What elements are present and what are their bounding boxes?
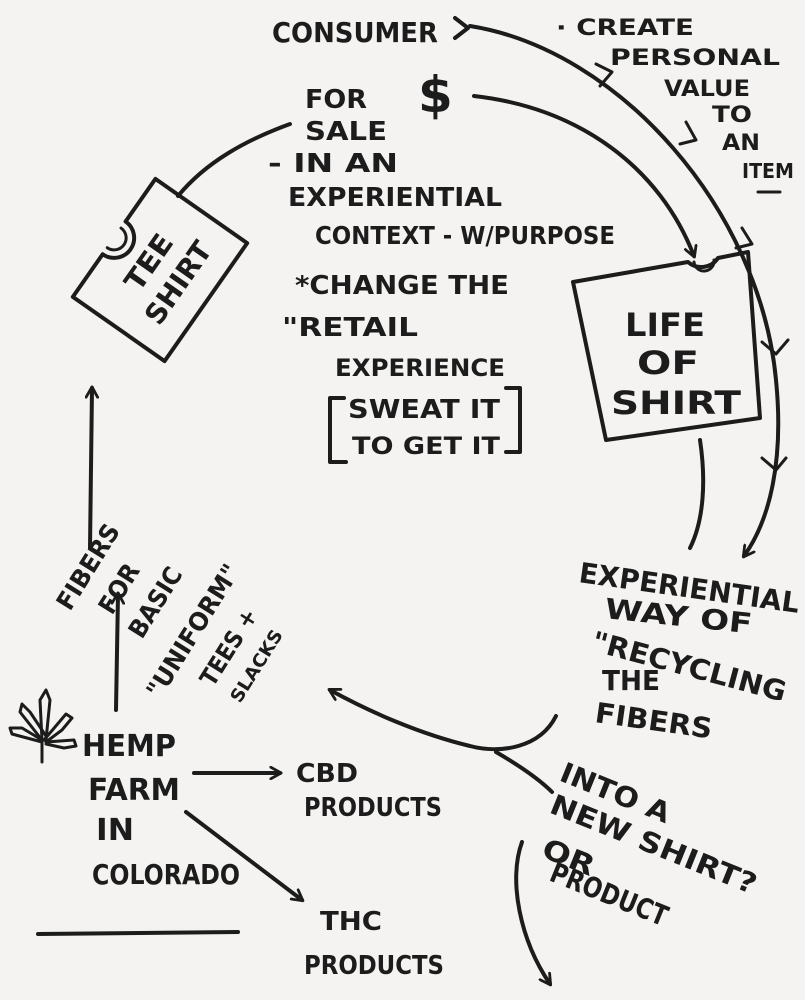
branch-to-new-shirt <box>494 750 554 794</box>
consumer-note-line: ITEM <box>742 159 794 183</box>
thc-line: PRODUCTS <box>304 951 444 981</box>
hemp-farm-block: HEMP FARM IN COLORADO <box>82 729 240 891</box>
life-of-shirt-label: SHIRT <box>611 384 741 422</box>
arrow-recycling-to-center <box>330 690 558 752</box>
arrow-dollar-to-life <box>472 94 694 256</box>
for-sale-block: FOR SALE - IN AN EXPERIENTIAL CONTEXT - … <box>268 85 615 250</box>
retail-experience-block: *CHANGE THE "RETAIL EXPERIENCE SWEAT IT … <box>282 271 522 464</box>
consumer-note-line: · CREATE <box>556 16 694 41</box>
fibers-block: FIBERS FOR BASIC "UNIFORM" TEES + SLACKS <box>50 518 287 706</box>
thc-line: THC <box>320 907 382 937</box>
for-sale-line: - IN AN <box>268 149 398 179</box>
recycling-block: EXPERIENTIAL WAY OF "RECYCLING THE FIBER… <box>577 556 802 745</box>
life-of-shirt-collar <box>692 258 716 273</box>
consumer-label: CONSUMER <box>272 16 438 49</box>
arrow-farm-to-thc <box>184 810 302 900</box>
for-sale-line: FOR <box>305 85 367 115</box>
arrow-farm-to-fibers <box>116 594 118 712</box>
arrow-down-new-product <box>514 840 550 984</box>
arc-chevron <box>678 120 698 146</box>
question-line: PRODUCT <box>545 856 672 933</box>
bracket-line: SWEAT IT <box>348 395 500 425</box>
retail-line: "RETAIL <box>282 313 418 343</box>
line-life-to-recycling <box>688 438 706 550</box>
consumer-note-line: VALUE <box>664 77 750 102</box>
bottom-left-line <box>36 930 240 936</box>
recycling-line: FIBERS <box>593 696 714 745</box>
arc-chevron <box>760 338 790 356</box>
for-sale-line: CONTEXT - W/PURPOSE <box>315 221 615 250</box>
bracket-line: TO GET IT <box>352 432 501 460</box>
thc-products: THC PRODUCTS <box>304 907 444 981</box>
hemp-farm-line: COLORADO <box>92 858 240 891</box>
hemp-farm-line: IN <box>96 813 134 848</box>
consumer-note-line: PERSONAL <box>610 46 780 71</box>
consumer-note-line: TO <box>712 103 752 128</box>
dollar-sign: $ <box>418 66 453 124</box>
retail-line: *CHANGE THE <box>295 271 509 301</box>
sweat-bracket-left <box>328 396 348 464</box>
arc-consumer-to-recycling <box>468 24 781 556</box>
hemp-leaf-icon <box>8 688 78 764</box>
cbd-products: CBD PRODUCTS <box>296 759 442 823</box>
arc-chevron <box>760 456 788 472</box>
consumer-notes: · CREATE PERSONAL VALUE TO AN ITEM <box>556 16 794 194</box>
hemp-farm-line: FARM <box>88 773 180 808</box>
retail-line: EXPERIENCE <box>335 354 505 382</box>
cbd-line: PRODUCTS <box>304 793 442 823</box>
tee-shirt-outline <box>70 176 250 364</box>
consumer-arrow-head <box>453 16 470 40</box>
arc-chevron <box>734 226 754 250</box>
arc-tee-to-sale <box>176 122 292 198</box>
for-sale-line: EXPERIENTIAL <box>288 183 502 213</box>
life-of-shirt-label: OF <box>637 344 699 382</box>
new-shirt-question: INTO A NEW SHIRT? OR PRODUCT <box>537 756 761 933</box>
life-of-shirt-card: LIFE OF SHIRT <box>571 250 762 442</box>
tee-shirt-collar <box>105 226 128 252</box>
consumer-note-line: AN <box>722 131 760 156</box>
recycling-line: THE <box>602 664 660 697</box>
sweat-bracket-right <box>504 386 522 454</box>
cbd-line: CBD <box>296 759 358 789</box>
life-of-shirt-label: LIFE <box>625 306 705 344</box>
hemp-farm-line: HEMP <box>82 729 176 764</box>
tee-shirt-card: TEE SHIRT <box>70 176 250 364</box>
arrow-fibers-to-tee <box>90 388 92 550</box>
for-sale-line: SALE <box>305 117 387 147</box>
life-of-shirt-outline <box>571 250 762 442</box>
arc-chevron <box>594 62 614 88</box>
